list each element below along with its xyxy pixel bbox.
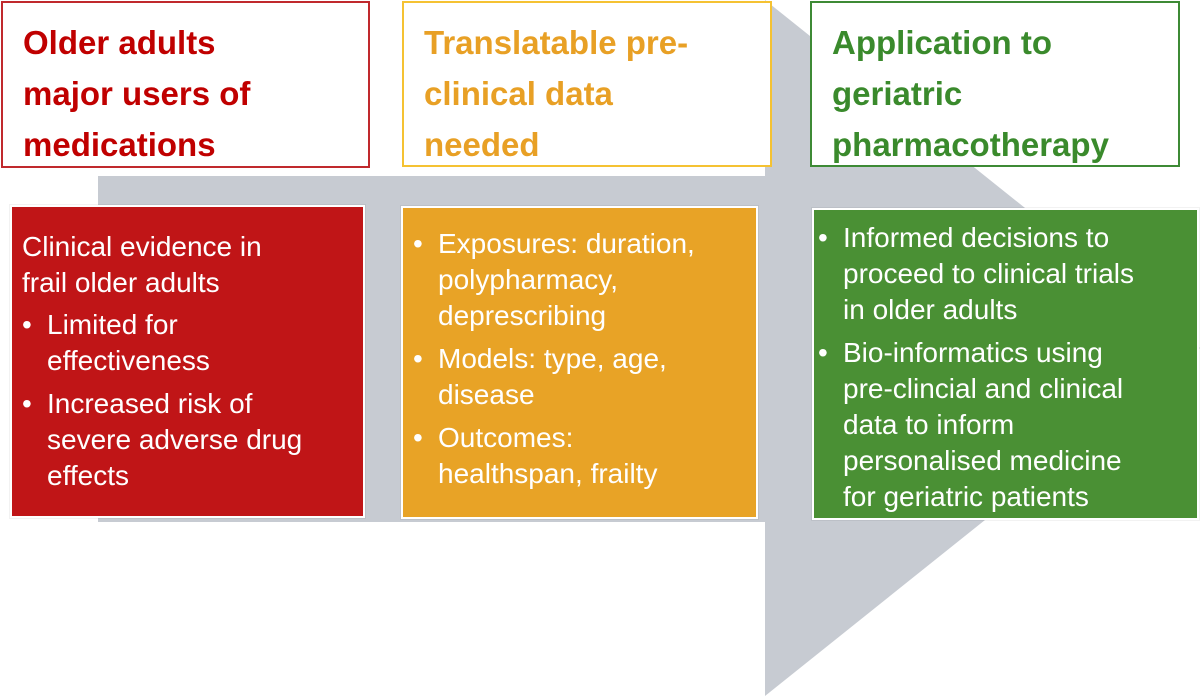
list-item: • Increased risk of severe adverse drug … bbox=[22, 386, 353, 494]
item-line: Exposures: duration, bbox=[438, 228, 695, 259]
box-clinical-evidence: Clinical evidence in frail older adults … bbox=[10, 205, 365, 518]
intro-line: Clinical evidence in bbox=[22, 231, 262, 262]
item-line: Models: type, age, bbox=[438, 343, 667, 374]
item-line: Increased risk of bbox=[47, 388, 253, 419]
bullet-icon: • bbox=[413, 343, 423, 374]
item-line: effectiveness bbox=[47, 345, 210, 376]
header-geriatric-application: Application to geriatric pharmacotherapy bbox=[810, 1, 1180, 167]
bullet-icon: • bbox=[818, 337, 828, 368]
bullet-icon: • bbox=[22, 388, 32, 419]
item-line: pre-clincial and clinical bbox=[843, 373, 1124, 404]
header-line: geriatric bbox=[832, 75, 963, 112]
item-line: Informed decisions to bbox=[843, 222, 1110, 253]
item-line: for geriatric patients bbox=[843, 481, 1089, 512]
bullet-icon: • bbox=[818, 222, 828, 253]
item-line: deprescribing bbox=[438, 300, 607, 331]
list-item: • Bio-informatics using pre-clincial and… bbox=[818, 335, 1193, 515]
header-line: Translatable pre- bbox=[424, 24, 689, 61]
bullet-list: • Exposures: duration, polypharmacy, dep… bbox=[413, 226, 746, 492]
header-older-adults: Older adults major users of medications bbox=[1, 1, 370, 168]
item-line: data to inform bbox=[843, 409, 1015, 440]
header-line: medications bbox=[23, 126, 216, 163]
bullet-list: • Informed decisions to proceed to clini… bbox=[818, 220, 1193, 515]
list-item: • Exposures: duration, polypharmacy, dep… bbox=[413, 226, 746, 334]
item-line: disease bbox=[438, 379, 535, 410]
item-line: polypharmacy, bbox=[438, 264, 619, 295]
header-translatable-data: Translatable pre- clinical data needed bbox=[402, 1, 772, 167]
intro-line: frail older adults bbox=[22, 267, 220, 298]
header-line: clinical data bbox=[424, 75, 613, 112]
item-line: severe adverse drug bbox=[47, 424, 303, 455]
item-line: healthspan, frailty bbox=[438, 458, 658, 489]
item-line: Bio-informatics using bbox=[843, 337, 1103, 368]
item-line: personalised medicine bbox=[843, 445, 1122, 476]
header-line: pharmacotherapy bbox=[832, 126, 1109, 163]
header-line: major users of bbox=[23, 75, 251, 112]
item-line: in older adults bbox=[843, 294, 1018, 325]
header-line: needed bbox=[424, 126, 540, 163]
header-line: Application to bbox=[832, 24, 1052, 61]
box-preclinical-data: • Exposures: duration, polypharmacy, dep… bbox=[401, 206, 758, 519]
list-item: • Models: type, age, disease bbox=[413, 341, 746, 413]
bullet-icon: • bbox=[413, 228, 423, 259]
box-geriatric-pharmacotherapy: • Informed decisions to proceed to clini… bbox=[812, 208, 1199, 520]
item-line: effects bbox=[47, 460, 129, 491]
bullet-icon: • bbox=[22, 309, 32, 340]
list-item: • Informed decisions to proceed to clini… bbox=[818, 220, 1193, 328]
item-line: Outcomes: bbox=[438, 422, 574, 453]
bullet-list: • Limited for effectiveness • Increased … bbox=[22, 307, 353, 494]
intro-text: Clinical evidence in frail older adults bbox=[22, 229, 353, 301]
list-item: • Outcomes: healthspan, frailty bbox=[413, 420, 746, 492]
header-line: Older adults bbox=[23, 24, 216, 61]
bullet-icon: • bbox=[413, 422, 423, 453]
list-item: • Limited for effectiveness bbox=[22, 307, 353, 379]
item-line: proceed to clinical trials bbox=[843, 258, 1135, 289]
item-line: Limited for bbox=[47, 309, 178, 340]
